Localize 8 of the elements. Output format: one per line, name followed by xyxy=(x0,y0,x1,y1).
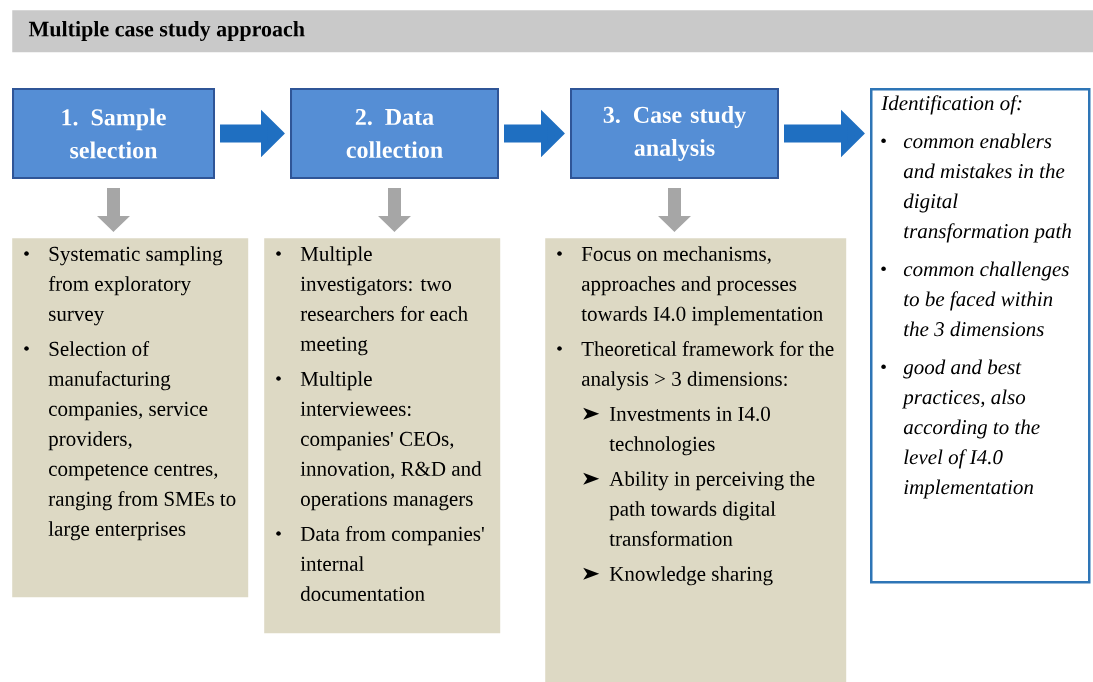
text-panel: Multiple investigators: two researchers for each meeting Multiple interviewees: companies' CEOs, innovation, R&D and operations managers Data from companies' internal documentation xyxy=(264,238,501,634)
result-box: Identification of: common enablers and mistakes in the digital transformation path common challenges to be faced within the 3 dimensions good and best practices, also according to the level of I4.0 implementation xyxy=(870,88,1091,584)
text-panel: Systematic sampling from exploratory survey Selection of manufacturing companies, service providers, competence centres, ranging from SMEs to large enterprises xyxy=(12,238,249,598)
text-panel: Focus on mechanisms, approaches and processes towards I4.0 implementation Theoretical framework for the analysis > 3 dimensions: Investments in I4.0 technologies Ability in perceiving the path towards digital transformation Knowledge sharing xyxy=(545,238,847,682)
step-box: 1. Sample selection xyxy=(12,88,215,179)
step-box: 2. Data collection xyxy=(290,88,499,179)
step-box: 3. Case study analysis xyxy=(570,88,779,179)
title-bar: Multiple case study approach xyxy=(12,10,1093,53)
